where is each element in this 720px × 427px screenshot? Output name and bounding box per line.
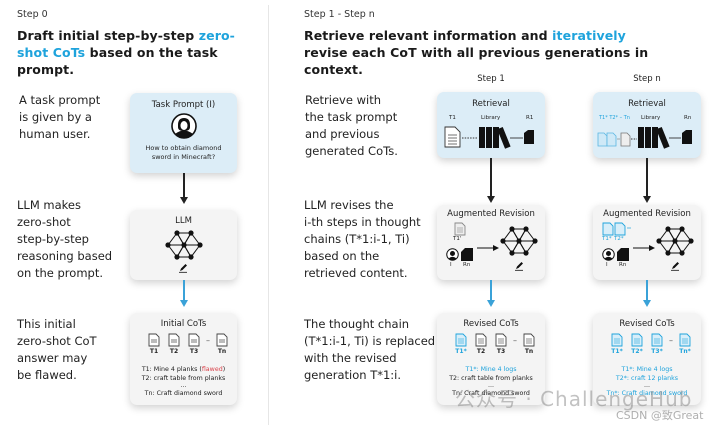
doc-t2: T2 [166, 333, 182, 355]
revised-document-icon [455, 333, 467, 347]
revised-document-icon [679, 333, 691, 347]
revision-card-step-1: Augmented Revision T1' I Rn [437, 205, 545, 280]
arrow-revision-to-revised-n [646, 280, 648, 302]
flawed-tag: flawed [201, 366, 223, 373]
section-divider [268, 5, 269, 425]
retrieved-doc-icon [617, 248, 629, 261]
task-prompt-question: How to obtain diamond sword in Minecraft… [145, 144, 222, 161]
retrieved-doc-icon [461, 248, 473, 261]
step-1-n-headline: Retrieve relevant information and iterat… [304, 28, 649, 77]
document-icon [495, 333, 507, 347]
retrieval-card-step-1: Retrieval T1 Library R1 [437, 92, 545, 158]
revision-card-step-n: Augmented Revision T1* T2* I Rn [593, 205, 701, 280]
arrow-right-icon [633, 245, 655, 251]
step-0-headline: Draft initial step-by-step zero-shot CoT… [17, 28, 235, 77]
csdn-watermark: CSDN @致Great [616, 409, 704, 422]
document-icon [148, 333, 160, 347]
task-prompt-card: Task Prompt (I) How to obtain diamond sw… [130, 93, 237, 173]
arrow-llm-to-cots [183, 280, 185, 302]
wechat-watermark: 公众号 · ChallengeHub [455, 387, 693, 411]
user-avatar-icon [171, 113, 197, 139]
initial-cots-card: Initial CoTs T1 T2 T3 – Tn T1: Mine 4 pl… [130, 313, 237, 405]
user-avatar-icon [602, 248, 615, 261]
llm-card: LLM [130, 210, 237, 280]
arrowhead-icon [180, 197, 188, 204]
revised-cots-card-step-1: Revised CoTs T1* T2 T3 – Tn T1*: Mine 4 … [437, 313, 545, 405]
llm-title: LLM [175, 216, 192, 226]
doc-t3: T3 [186, 333, 202, 355]
retrieval-flow-icon [597, 127, 692, 149]
doc-tn: Tn [214, 333, 230, 355]
document-icon [523, 333, 535, 347]
pencil-icon [671, 262, 679, 271]
arrowhead-icon [180, 300, 188, 307]
user-avatar-icon [446, 248, 459, 261]
arrowhead-icon [487, 196, 495, 203]
initial-cots-lines: T1: Mine 4 planks (flawed) T2: craft tab… [141, 366, 226, 397]
arrow-prompt-to-llm [183, 173, 185, 199]
arrowhead-icon [643, 196, 651, 203]
initial-cots-title: Initial CoTs [160, 319, 207, 329]
revised-cots-card-step-n: Revised CoTs T1* T2* T3* – Tn* T1*: Mine… [593, 313, 701, 405]
revised-document-icon [631, 333, 643, 347]
retrieval-card-step-n: Retrieval T1* T2* – Tn Library Rn [593, 92, 701, 158]
arrow-retrieval-to-revision-n [646, 158, 648, 198]
initial-cots-docs: T1 T2 T3 – Tn [146, 333, 230, 355]
document-icon [216, 333, 228, 347]
pencil-icon [179, 264, 187, 273]
neural-network-icon [500, 226, 538, 256]
arrowhead-icon [643, 300, 651, 307]
step-0-label: Step 0 [17, 9, 48, 20]
arrow-right-icon [477, 245, 499, 251]
revised-docs-step-n: T1* T2* T3* – Tn* [609, 333, 693, 355]
document-icon [188, 333, 200, 347]
arrow-retrieval-to-revision-1 [490, 158, 492, 198]
arrowhead-icon [487, 300, 495, 307]
revised-document-icon [611, 333, 623, 347]
step-1-n-label: Step 1 - Step n [304, 9, 375, 20]
document-icon [475, 333, 487, 347]
column-step-n-title: Step n [633, 74, 661, 84]
doc-t1: T1 [146, 333, 162, 355]
document-icon [454, 222, 466, 236]
document-icon [168, 333, 180, 347]
neural-network-icon [165, 230, 203, 260]
revised-document-icon [651, 333, 663, 347]
retrieval-flow-icon [444, 126, 534, 149]
neural-network-icon [656, 226, 694, 256]
arrow-revision-to-revised-1 [490, 280, 492, 302]
desc-replace: The thought chain(T*1:i-1, Ti) is replac… [304, 317, 436, 382]
task-prompt-title: Task Prompt (I) [151, 100, 216, 110]
pencil-icon [515, 262, 523, 271]
column-step-1-title: Step 1 [477, 74, 505, 84]
revised-documents-icon [602, 222, 631, 236]
revised-docs-step-1: T1* T2 T3 – Tn [453, 333, 537, 355]
